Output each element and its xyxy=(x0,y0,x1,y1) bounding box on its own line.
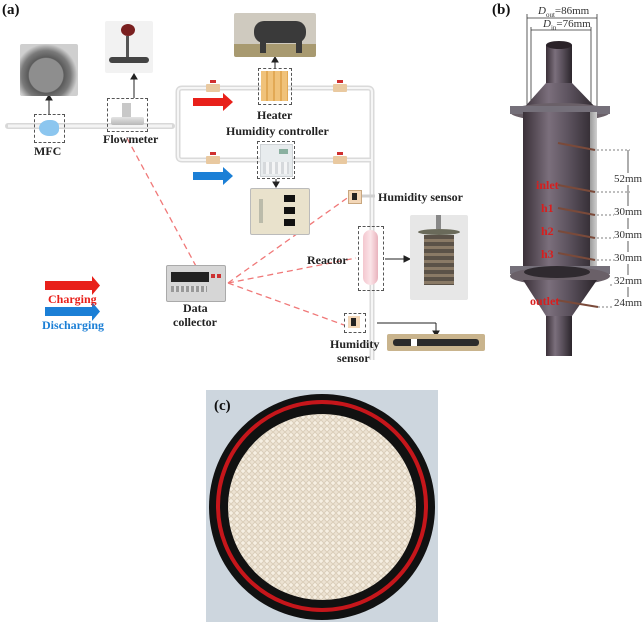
heater-box xyxy=(258,68,292,105)
flowmeter-label: Flowmeter xyxy=(103,132,159,146)
reactor-icon xyxy=(363,230,378,285)
heater-photo xyxy=(234,13,316,57)
reactor-label: Reactor xyxy=(307,253,348,267)
spacing-label-5: 32mm xyxy=(614,275,643,287)
heater-icon xyxy=(261,71,288,101)
panel-c-label: (c) xyxy=(214,398,231,414)
humidity-controller-label: Humidity controller xyxy=(226,124,329,138)
legend-charging-label: Charging xyxy=(48,292,97,306)
mfc-label: MFC xyxy=(34,144,62,158)
panel-a-label: (a) xyxy=(2,2,20,18)
legend-discharging-label: Discharging xyxy=(42,318,105,332)
outer-diameter-label: Dout=86mm xyxy=(538,5,589,19)
signal-lines xyxy=(126,137,357,326)
legend-discharging-arrow xyxy=(45,302,100,321)
probe-inlet-label: inlet xyxy=(536,178,559,192)
probe-outlet-label: outlet xyxy=(530,294,560,308)
humidity-sensor-top-icon xyxy=(348,190,362,204)
spacing-label-3: 30mm xyxy=(614,229,643,241)
adsorbent-beads-photo xyxy=(206,390,438,622)
outer-diameter-symbol: D xyxy=(538,5,546,17)
inner-diameter-value: =76mm xyxy=(556,18,591,30)
spacing-label-2: 30mm xyxy=(614,206,643,218)
panel-b-label: (b) xyxy=(492,2,511,18)
valve-icons xyxy=(206,80,347,164)
legend-charging-arrow xyxy=(45,276,100,295)
humidity-sensor-bottom-label-1: Humidity xyxy=(330,337,380,351)
mfc-box xyxy=(34,114,65,143)
probe-h3-label: h3 xyxy=(541,247,554,261)
probe-h2-label: h2 xyxy=(541,224,554,238)
mfc-icon xyxy=(39,120,59,136)
probe-h1-label: h1 xyxy=(541,201,554,215)
spacing-label-1: 52mm xyxy=(614,173,643,185)
humidity-controller-box xyxy=(257,141,295,179)
heater-label: Heater xyxy=(257,108,293,122)
humidity-sensor-top-label: Humidity sensor xyxy=(378,190,464,204)
charging-flow-arrow xyxy=(193,93,233,111)
humidity-controller-photo xyxy=(250,188,310,235)
discharging-flow-arrow xyxy=(193,167,233,185)
data-collector-photo xyxy=(166,265,226,302)
flowmeter-photo xyxy=(105,21,153,73)
spacing-label-4: 30mm xyxy=(614,252,643,264)
humidity-sensor-photo xyxy=(387,334,485,351)
reactor-photo xyxy=(410,215,468,300)
spacing-label-6: 24mm xyxy=(614,297,643,309)
outer-diameter-sub: out xyxy=(545,11,555,20)
humidity-sensor-bottom-label-2: sensor xyxy=(337,351,370,365)
inner-diameter-sub: in xyxy=(550,24,557,33)
outer-diameter-value: =86mm xyxy=(554,5,590,17)
data-collector-label-1: Data xyxy=(183,301,208,315)
humidity-sensor-bottom-box xyxy=(344,313,366,333)
inner-diameter-symbol: D xyxy=(543,18,551,30)
inner-diameter-label: Din=76mm xyxy=(543,18,591,32)
blower-photo xyxy=(20,44,78,96)
reactor-box xyxy=(358,226,384,291)
data-collector-label-2: collector xyxy=(173,315,217,329)
flowmeter-box xyxy=(107,98,148,132)
